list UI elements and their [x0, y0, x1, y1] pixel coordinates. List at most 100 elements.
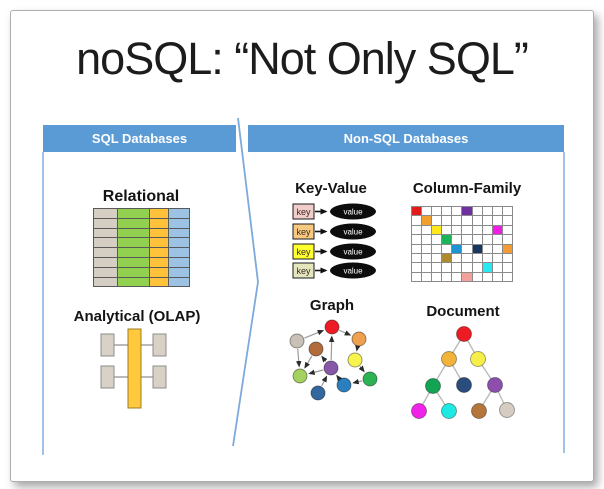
column-family-cell: [482, 272, 493, 283]
relational-table-cell: [150, 238, 169, 249]
value-ellipse-label: value: [343, 267, 363, 276]
relational-table-cell: [94, 238, 118, 249]
relational-table-cell: [169, 277, 190, 288]
column-family-cell: [472, 235, 483, 245]
graph-edge: [295, 348, 302, 368]
column-family-cell: [432, 244, 443, 254]
column-family-cell: [462, 225, 473, 236]
graph-edge: [355, 344, 361, 352]
graph-edge: [358, 365, 365, 373]
key-box: [292, 223, 315, 240]
sql-databases-header: SQL Databases: [43, 125, 236, 152]
graph-edge: [321, 375, 328, 387]
column-family-cell: [452, 207, 463, 217]
column-family-cell: [472, 272, 483, 283]
column-family-grid-diagram: [411, 206, 513, 283]
value-ellipse-label: value: [343, 248, 363, 257]
graph-node-darkblue: [310, 385, 326, 401]
column-family-cell: [412, 253, 423, 264]
column-family-cell: [462, 216, 473, 226]
document-node-magenta: [411, 403, 427, 419]
graph-edge: [304, 330, 325, 339]
graph-node-red: [324, 319, 340, 335]
relational-table-cell: [150, 267, 169, 278]
graph-node-purple: [323, 360, 339, 376]
column-family-cell: [472, 263, 483, 273]
column-family-cell: [492, 207, 503, 217]
relational-table-cell: [150, 257, 169, 268]
graph-edge: [339, 329, 352, 336]
olap-dimension-table: [152, 365, 167, 389]
graph-node-gray: [289, 333, 305, 349]
column-family-cell: [422, 263, 433, 273]
column-family-cell: [432, 216, 443, 226]
graph-edge: [352, 378, 363, 385]
graph-edge: [328, 335, 335, 361]
column-family-cell: [462, 253, 473, 264]
column-family-cell: [492, 263, 503, 273]
column-family-cell: [482, 216, 493, 226]
column-family-cell: [412, 235, 423, 245]
column-family-cell: [432, 272, 443, 283]
column-family-cell: [482, 235, 493, 245]
column-family-cell: [442, 207, 453, 217]
olap-dimension-table: [100, 333, 115, 357]
relational-table-cell: [94, 267, 118, 278]
column-family-cell: [452, 225, 463, 236]
column-family-cell: [472, 216, 483, 226]
column-family-colored-cell: [422, 216, 433, 226]
column-family-cell: [472, 253, 483, 264]
relational-table-cell: [118, 257, 150, 268]
document-node-green: [425, 378, 441, 394]
value-ellipse: [330, 203, 376, 220]
relational-table-cell: [94, 228, 118, 239]
graph-node-yellow: [347, 352, 363, 368]
column-family-cell: [422, 272, 433, 283]
document-node-navy: [456, 377, 472, 393]
relational-table-cell: [118, 267, 150, 278]
nosql-panel-right-border: [563, 152, 565, 453]
relational-table-cell: [118, 277, 150, 288]
divider-line: [232, 117, 259, 447]
column-family-colored-cell: [492, 225, 503, 236]
column-family-cell: [442, 263, 453, 273]
document-label: Document: [426, 303, 500, 320]
column-family-cell: [422, 244, 433, 254]
key-box: [292, 262, 315, 279]
column-family-colored-cell: [472, 244, 483, 254]
relational-table-cell: [150, 218, 169, 229]
column-family-cell: [482, 244, 493, 254]
column-family-cell: [492, 253, 503, 264]
column-family-cell: [452, 216, 463, 226]
key-box-label: key: [296, 247, 311, 257]
column-family-cell: [422, 235, 433, 245]
document-node-cyan: [441, 403, 457, 419]
column-family-cell: [502, 272, 513, 283]
relational-table-cell: [94, 257, 118, 268]
olap-star-schema-diagram: [100, 328, 167, 409]
relational-table-cell: [169, 209, 190, 219]
column-family-cell: [482, 207, 493, 217]
column-family-cell: [462, 263, 473, 273]
column-family-cell: [462, 244, 473, 254]
relational-table-cell: [169, 218, 190, 229]
column-family-cell: [472, 207, 483, 217]
column-family-cell: [412, 225, 423, 236]
column-family-cell: [442, 216, 453, 226]
column-family-cell: [412, 216, 423, 226]
relational-table-cell: [150, 248, 169, 258]
olap-fact-table: [127, 328, 142, 409]
olap-dimension-table: [152, 333, 167, 357]
value-ellipse: [330, 223, 376, 240]
relational-table-cell: [118, 248, 150, 258]
slide-title: noSQL: “Not Only SQL”: [76, 33, 529, 84]
sql-panel-left-border: [42, 152, 44, 455]
column-family-cell: [472, 225, 483, 236]
document-node-tan: [499, 402, 515, 418]
relational-label: Relational: [102, 188, 180, 205]
document-node-root: [456, 326, 472, 342]
graph-label: Graph: [309, 297, 355, 314]
relational-table-cell: [150, 228, 169, 239]
graph-edge: [308, 369, 324, 375]
